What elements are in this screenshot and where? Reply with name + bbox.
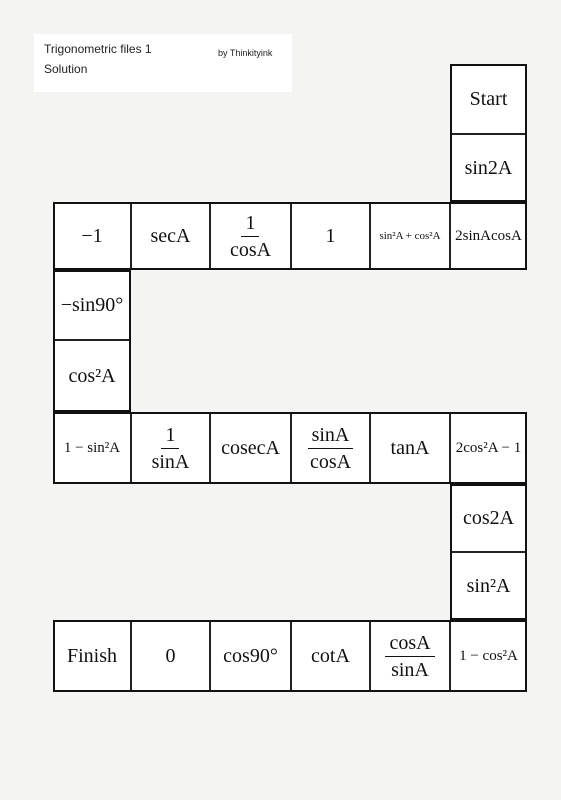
- fraction-denominator: cosA: [309, 450, 352, 473]
- tile-finish: Finish: [53, 620, 131, 692]
- tile-seca-text: secA: [150, 225, 191, 247]
- tile-sina-over-cosa: sinA cosA: [291, 412, 370, 484]
- tile-start-text: Start: [469, 88, 508, 110]
- tile-one: 1: [291, 202, 370, 270]
- tile-cos2a-text: cos2A: [462, 507, 515, 529]
- fraction-numerator: 1: [241, 213, 260, 237]
- tile-one-text: 1: [325, 225, 336, 247]
- tile-zero: 0: [131, 620, 210, 692]
- tile-one-minus-sin2a-text: 1 − sin²A: [63, 439, 121, 456]
- fraction: 1 sinA: [148, 425, 194, 472]
- tile-minus-one-text: −1: [81, 225, 103, 247]
- tile-sin-squared-a-text: sin²A: [466, 575, 511, 597]
- tile-one-minus-cos2a: 1 − cos²A: [450, 620, 527, 692]
- tile-cota: cotA: [291, 620, 370, 692]
- tile-one-minus-sin2a: 1 − sin²A: [53, 412, 131, 484]
- fraction-numerator: cosA: [385, 633, 435, 657]
- tile-minus-sin90: −sin90°: [53, 270, 131, 340]
- tile-2cos2a-minus-1-text: 2cos²A − 1: [455, 439, 522, 456]
- tile-tana-text: tanA: [390, 437, 430, 459]
- tile-finish-text: Finish: [66, 645, 118, 667]
- worksheet-subtitle: Solution: [44, 62, 88, 76]
- tile-cos90-text: cos90°: [223, 645, 278, 667]
- fraction-numerator: sinA: [307, 425, 354, 449]
- tile-one-over-cosa: 1 cosA: [210, 202, 291, 270]
- tile-2cos2a-minus-1: 2cos²A − 1: [450, 412, 527, 484]
- fraction-denominator: sinA: [391, 658, 429, 681]
- tile-cos2a: cos2A: [450, 484, 527, 552]
- worksheet-author: by Thinkityink: [218, 48, 273, 58]
- fraction-denominator: cosA: [229, 238, 272, 261]
- tile-one-minus-cos2a-text: 1 − cos²A: [459, 647, 518, 664]
- tile-minus-sin90-text: −sin90°: [60, 294, 124, 316]
- tile-coseca: cosecA: [210, 412, 291, 484]
- fraction-numerator: 1: [161, 425, 180, 449]
- tile-sin2-plus-cos2: sin²A + cos²A: [370, 202, 450, 270]
- tile-cos2a-squared-text: cos²A: [68, 365, 116, 387]
- fraction: cosA sinA: [385, 633, 435, 681]
- tile-sin-squared-a: sin²A: [450, 552, 527, 620]
- tile-cos90: cos90°: [210, 620, 291, 692]
- tile-minus-one: −1: [53, 202, 131, 270]
- fraction-denominator: sinA: [151, 450, 190, 473]
- tile-one-over-sina: 1 sinA: [131, 412, 210, 484]
- tile-2sinacosa: 2sinAcosA: [450, 202, 527, 270]
- tile-coseca-text: cosecA: [221, 437, 280, 459]
- fraction: 1 cosA: [226, 213, 275, 260]
- fraction: sinA cosA: [306, 425, 355, 472]
- tile-seca: secA: [131, 202, 210, 270]
- tile-sin2-plus-cos2-text: sin²A + cos²A: [379, 229, 441, 242]
- tile-sin2a: sin2A: [450, 134, 527, 202]
- tile-zero-text: 0: [165, 645, 176, 667]
- tile-start: Start: [450, 64, 527, 134]
- header-card: Trigonometric files 1 Solution by Thinki…: [34, 34, 292, 92]
- worksheet-title: Trigonometric files 1: [44, 42, 152, 56]
- tile-2sinacosa-text: 2sinAcosA: [455, 227, 522, 244]
- tile-cota-text: cotA: [311, 645, 350, 667]
- tile-cosa-over-sina: cosA sinA: [370, 620, 450, 692]
- tile-tana: tanA: [370, 412, 450, 484]
- tile-sin2a-text: sin2A: [464, 157, 513, 179]
- tile-cos2a-squared: cos²A: [53, 340, 131, 412]
